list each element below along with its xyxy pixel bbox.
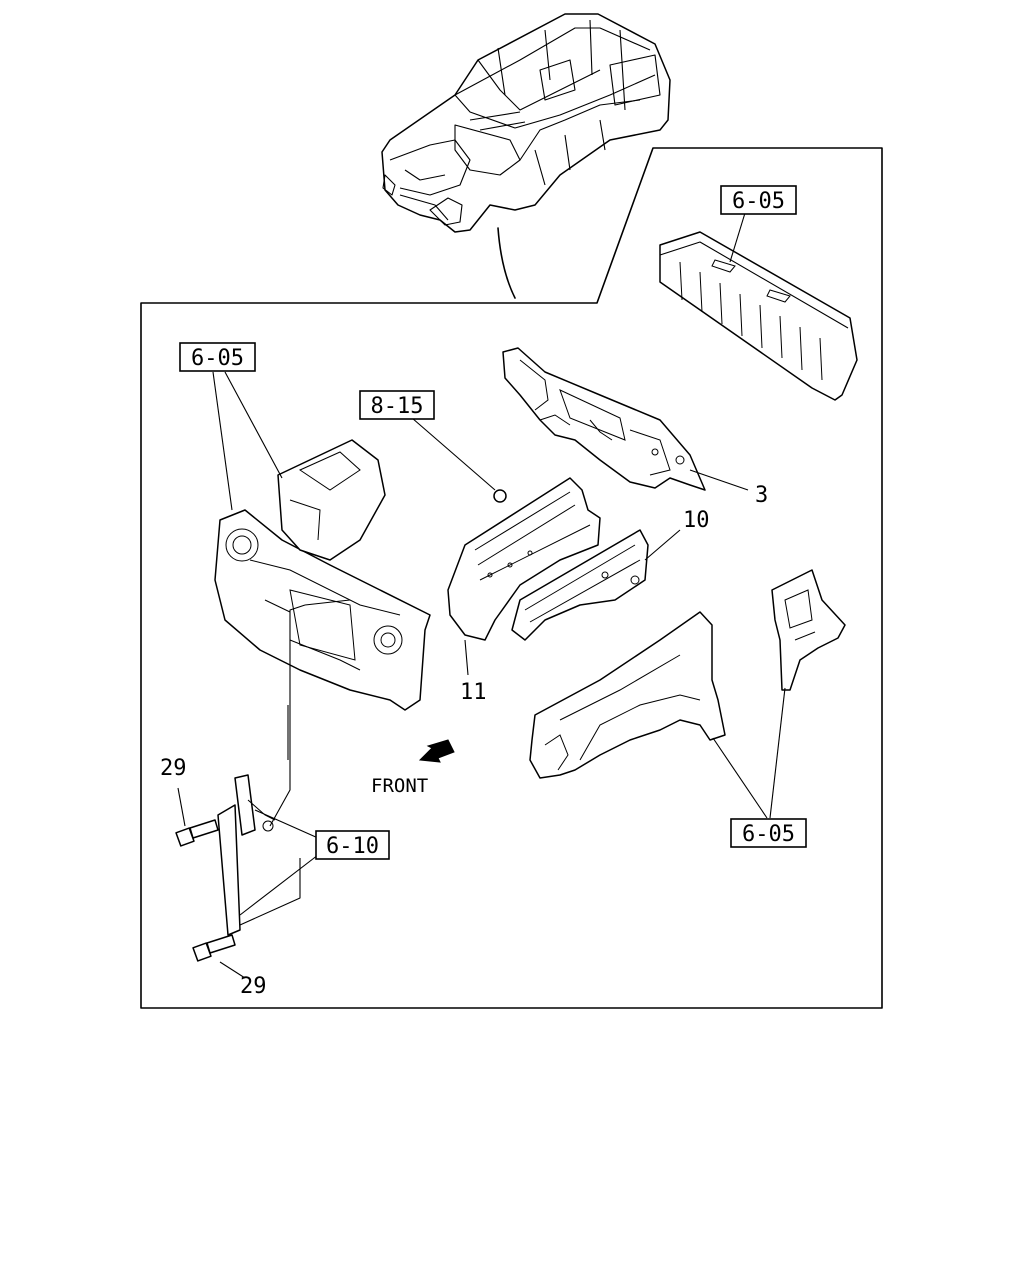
- leader-part-10: [644, 529, 681, 561]
- vehicle-body-illustration: [381, 13, 671, 299]
- dash-panel-part: [502, 347, 706, 491]
- inner-apron-part: [771, 569, 846, 691]
- leader-6-05-top: [729, 212, 746, 263]
- callout-6-05-left: 6-05: [191, 346, 244, 371]
- leader-6-05-bottom-b: [769, 687, 786, 819]
- bolt-lower: [192, 934, 236, 962]
- inset-frame: [140, 147, 883, 1009]
- part-number-29-bottom: 29: [240, 974, 267, 999]
- leader-6-10-upper: [269, 604, 306, 827]
- callout-8-15: 8-15: [371, 394, 424, 419]
- callout-box-6-05-top: [720, 185, 797, 215]
- leader-6-05-left-a: [212, 371, 233, 511]
- apron-part-10: [511, 529, 649, 641]
- part-number-10: 10: [683, 508, 710, 533]
- clip-part: [493, 489, 507, 503]
- leader-6-10-mid: [254, 809, 319, 839]
- part-number-29-top: 29: [160, 756, 187, 781]
- callout-box-6-05-left: [179, 342, 256, 372]
- front-fender-part: [529, 611, 726, 779]
- front-end-panel-part: [214, 439, 431, 711]
- apron-part-11: [447, 477, 601, 641]
- radiator-support-part: [217, 774, 276, 936]
- leader-6-10-lower: [239, 858, 301, 926]
- leader-6-05-left-b: [224, 371, 283, 479]
- callout-6-05-top: 6-05: [732, 189, 785, 214]
- callout-box-6-05-bottom: [730, 818, 807, 848]
- callout-box-8-15: [359, 390, 435, 420]
- leader-6-10-frame: [287, 599, 351, 760]
- leader-29-bottom: [219, 961, 246, 979]
- part-number-11: 11: [460, 680, 487, 705]
- arrow-down-left-icon: [418, 739, 455, 763]
- callout-6-05-bottom: 6-05: [742, 822, 795, 847]
- part-number-3: 3: [755, 483, 768, 508]
- leader-6-10-b: [239, 854, 319, 916]
- leader-29-top: [177, 787, 186, 827]
- front-direction-label: FRONT: [371, 775, 428, 797]
- cross-member-part: [659, 231, 858, 401]
- leader-part-11: [464, 639, 469, 676]
- callout-box-6-10: [315, 830, 390, 860]
- leader-8-15: [411, 417, 496, 491]
- leader-part-3: [689, 469, 749, 491]
- bolt-upper: [175, 819, 219, 847]
- callout-6-10: 6-10: [326, 834, 379, 859]
- leader-6-05-bottom-a: [712, 737, 768, 819]
